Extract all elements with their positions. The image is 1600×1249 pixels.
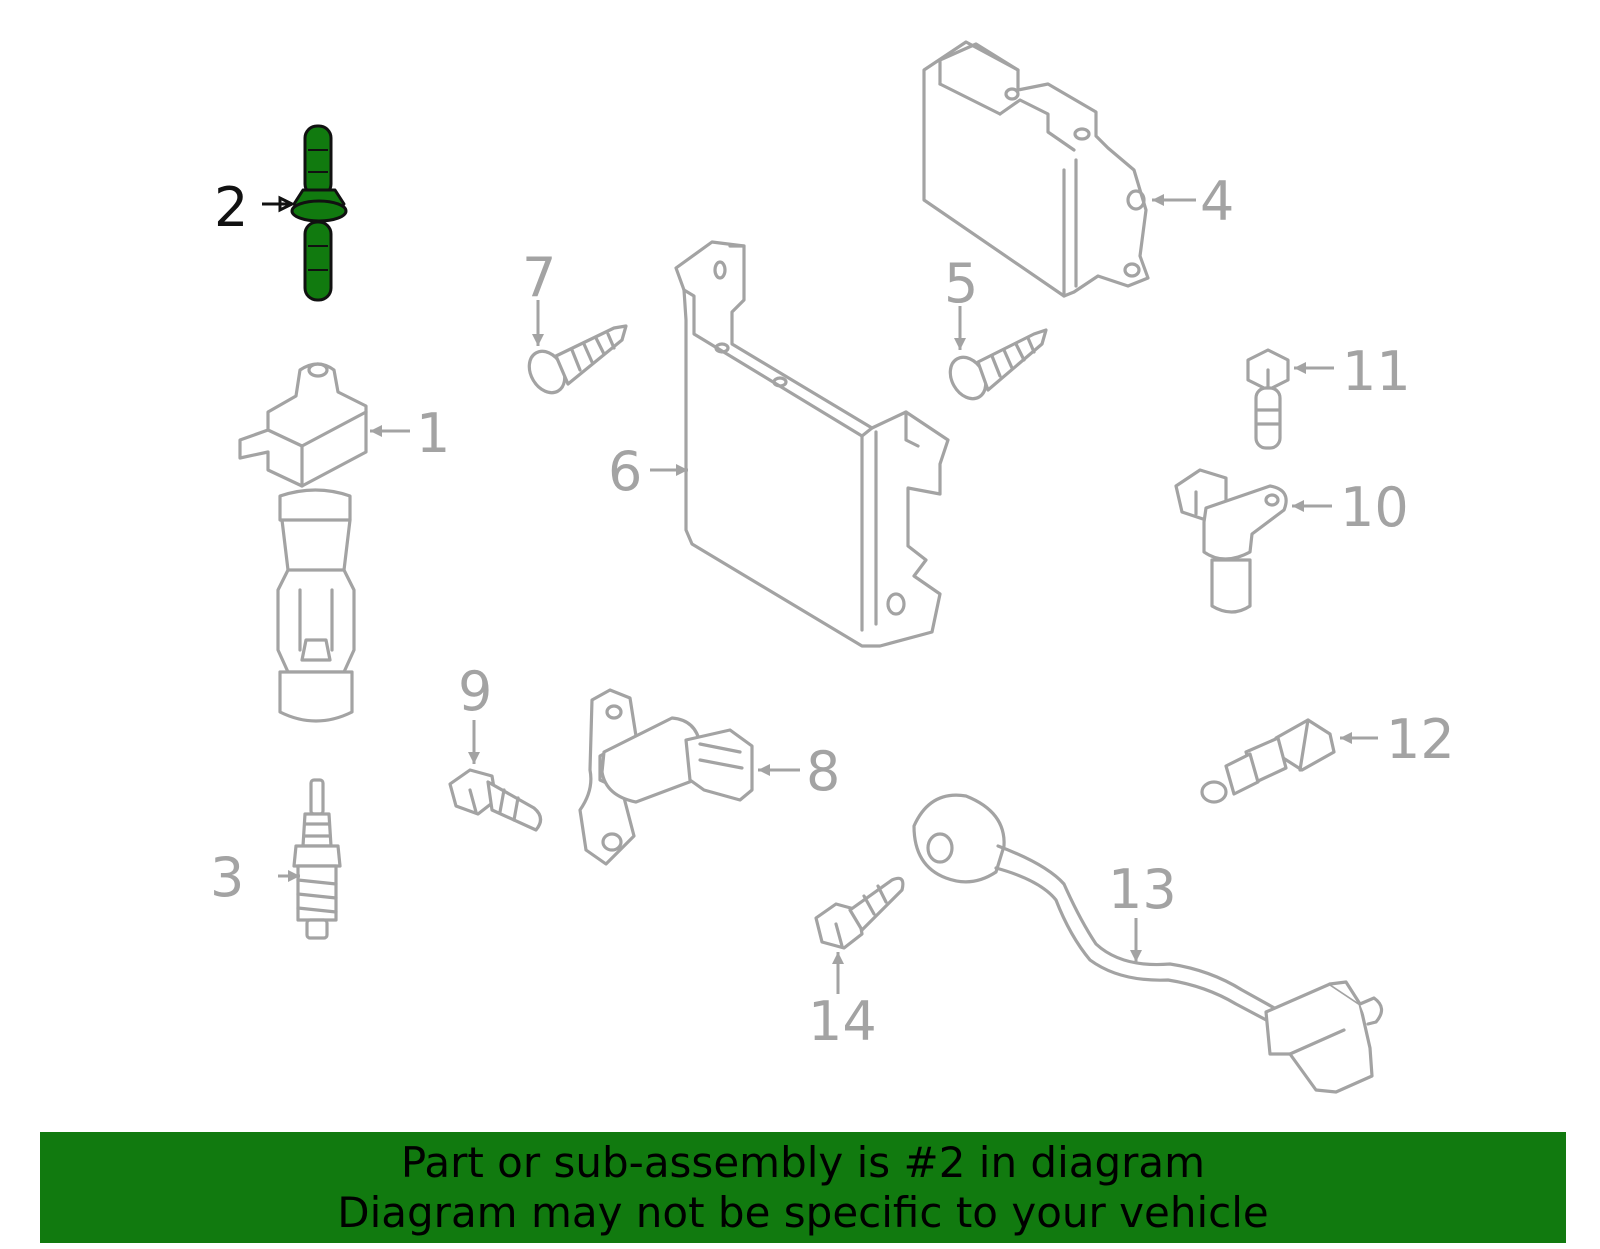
callout-4[interactable]: 4 xyxy=(1200,170,1234,233)
callout-9[interactable]: 9 xyxy=(458,660,492,723)
part-4-control-module[interactable] xyxy=(922,40,1150,298)
part-7-screw[interactable] xyxy=(522,324,628,399)
callout-1[interactable]: 1 xyxy=(416,402,450,465)
part-14-bolt[interactable] xyxy=(814,876,905,950)
callout-2[interactable]: 2 xyxy=(214,176,248,239)
part-2-stud[interactable] xyxy=(290,124,348,302)
banner-line-part-number: Part or sub-assembly is #2 in diagram xyxy=(400,1137,1206,1187)
part-11-bolt[interactable] xyxy=(1246,348,1290,450)
part-12-sensor[interactable] xyxy=(1200,718,1336,804)
part-8-sensor[interactable] xyxy=(578,688,754,866)
callout-labels: 2 1 3 4 5 6 7 8 9 10 11 12 13 14 xyxy=(210,170,1455,1053)
callout-8[interactable]: 8 xyxy=(806,740,840,803)
callout-13[interactable]: 13 xyxy=(1108,858,1177,921)
banner-line-disclaimer: Diagram may not be specific to your vehi… xyxy=(337,1187,1269,1237)
callout-11[interactable]: 11 xyxy=(1342,340,1411,403)
callout-10[interactable]: 10 xyxy=(1340,476,1409,539)
part-1-ignition-coil[interactable] xyxy=(238,362,368,723)
callout-6[interactable]: 6 xyxy=(608,440,642,503)
part-3-spark-plug[interactable] xyxy=(292,778,342,940)
info-banner: Part or sub-assembly is #2 in diagram Di… xyxy=(40,1132,1566,1243)
callout-14[interactable]: 14 xyxy=(808,990,877,1053)
callout-7[interactable]: 7 xyxy=(522,246,556,309)
part-9-bolt[interactable] xyxy=(448,768,543,832)
leader-lines xyxy=(262,194,1378,994)
part-5-screw[interactable] xyxy=(943,328,1048,405)
callout-3[interactable]: 3 xyxy=(210,846,244,909)
callout-5[interactable]: 5 xyxy=(944,252,978,315)
part-6-ecm[interactable] xyxy=(674,240,950,648)
part-13-knock-sensor[interactable] xyxy=(912,793,1384,1094)
part-10-sensor[interactable] xyxy=(1174,468,1288,614)
callout-12[interactable]: 12 xyxy=(1386,708,1455,771)
